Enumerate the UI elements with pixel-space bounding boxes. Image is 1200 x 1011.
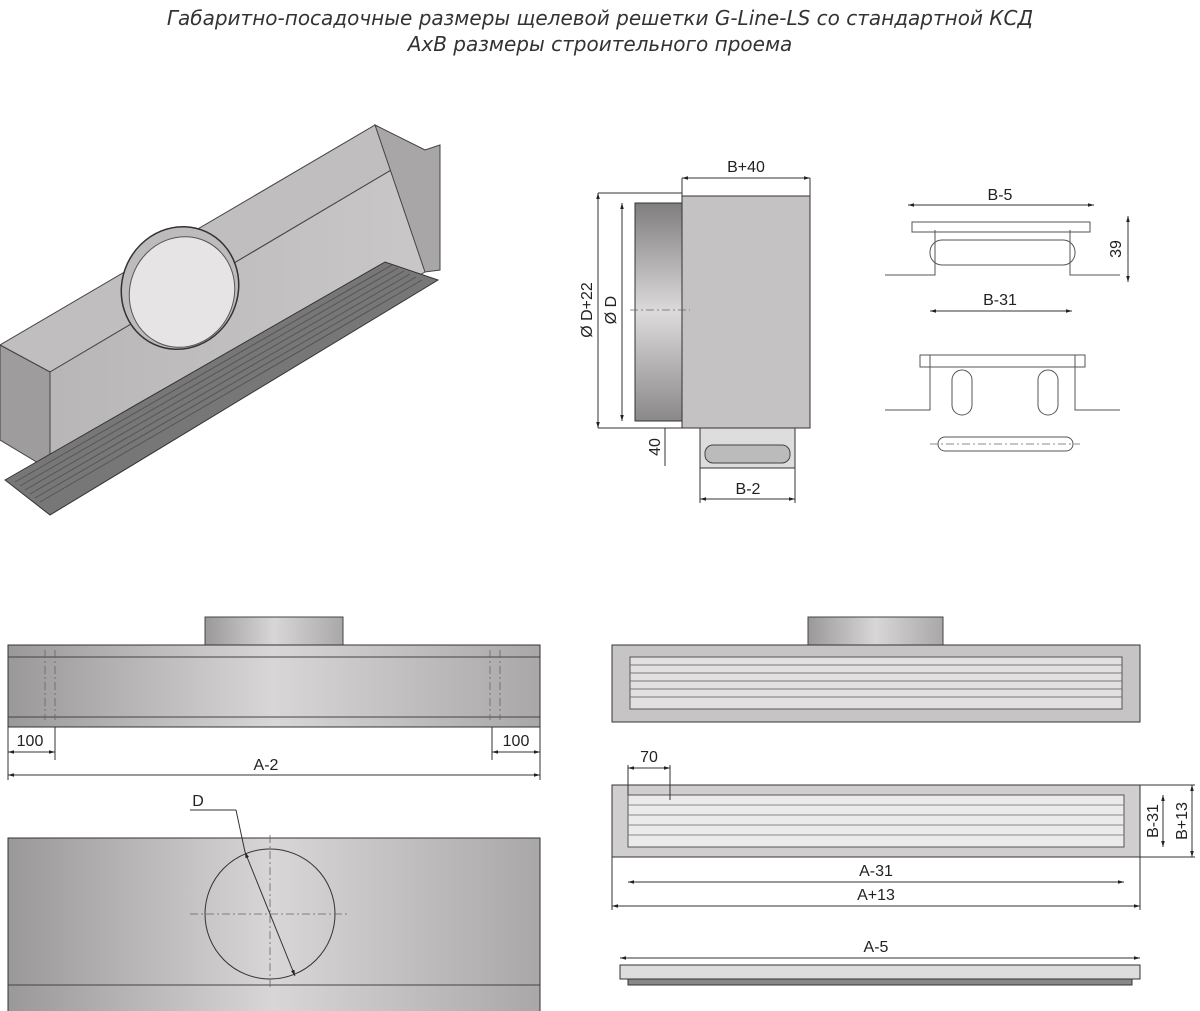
drawing-title-line2: АхВ размеры строительного проема [407,32,793,56]
dim-100-right: 100 [503,733,530,750]
dim-b-minus-2: B-2 [736,481,761,498]
slim-view: A-5 [619,939,1141,986]
dim-40: 40 [647,438,664,456]
dim-70: 70 [640,749,658,766]
dim-d-plus-22: Ø D+22 [579,282,596,338]
dim-100-left: 100 [17,733,44,750]
section-view: B-5 39 B-31 [885,187,1130,452]
dim-b-plus-13: B+13 [1174,802,1191,840]
grille-dim-view: 70 B-31 B+13 A-31 A+13 [611,749,1195,910]
dim-a-minus-5: A-5 [864,939,889,956]
top-view: D [7,793,541,1011]
front-view: 100 100 A-2 [7,616,541,780]
dim-b-plus-40: B+40 [727,159,765,176]
drawing-title-line1: Габаритно-посадочные размеры щелевой реш… [166,6,1034,30]
grille-front-view [611,616,1141,723]
dim-a-minus-31: A-31 [859,863,893,880]
dim-d-circle: D [192,793,204,810]
dim-b-minus-31: B-31 [983,292,1017,309]
dim-a-plus-13: A+13 [857,887,895,904]
dim-a-minus-2: A-2 [254,757,279,774]
isometric-view [0,124,441,516]
dim-b-minus-31-grille: B-31 [1145,804,1162,838]
dim-39: 39 [1108,240,1125,258]
dim-b-minus-5: B-5 [988,187,1013,204]
dim-d: Ø D [603,296,620,324]
side-view: B+40 Ø D+22 Ø D 40 B-2 [579,159,811,503]
